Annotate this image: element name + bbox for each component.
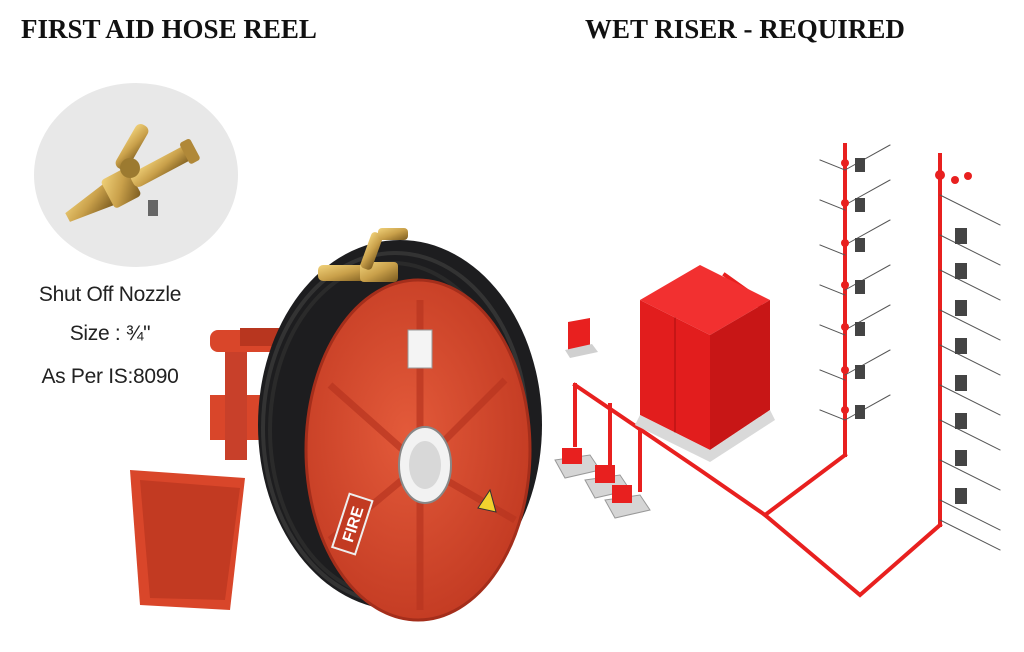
right-title: WET RISER - REQUIRED — [585, 14, 905, 44]
nozzle-name: Shut Off Nozzle — [38, 283, 182, 306]
nozzle-standard: As Per IS:8090 — [41, 365, 179, 388]
nozzle-size: Size : ¾" — [69, 322, 151, 345]
hose-reel-image: FIRE — [130, 228, 542, 622]
warning-triangle-icon — [477, 488, 497, 513]
left-title: FIRST AID HOSE REEL — [21, 14, 317, 44]
wet-riser-diagram — [554, 143, 1001, 598]
shut-off-nozzle-image — [34, 83, 238, 267]
